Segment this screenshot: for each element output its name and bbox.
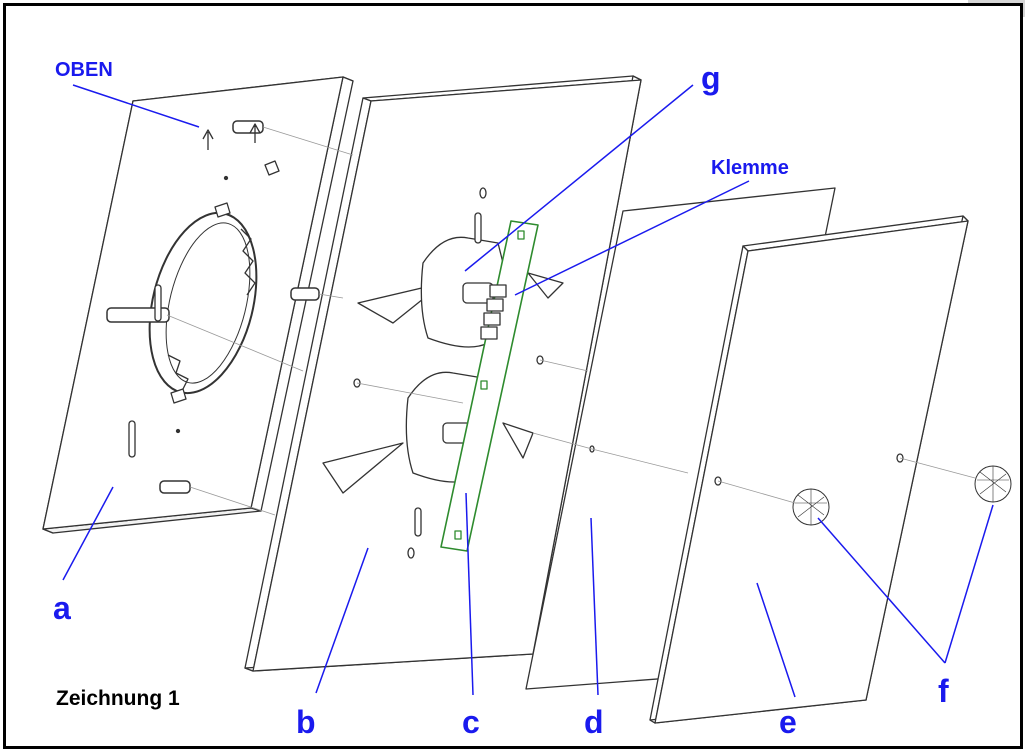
label-d: d — [584, 704, 604, 740]
terminal-block — [480, 284, 507, 340]
label-e: e — [779, 704, 797, 740]
plate-b — [244, 75, 642, 672]
drawing-frame: OBEN g Klemme a b c d e f Zeichnung 1 — [3, 3, 1023, 749]
drawing-caption: Zeichnung 1 — [56, 687, 180, 710]
label-a: a — [53, 590, 71, 626]
pcb-c — [440, 220, 539, 552]
plate-e — [649, 215, 969, 724]
label-c: c — [462, 704, 480, 740]
label-b: b — [296, 704, 316, 740]
exploded-view-drawing — [42, 75, 1012, 724]
label-klemme: Klemme — [711, 157, 789, 179]
plate-a — [42, 76, 354, 534]
label-oben: OBEN — [55, 59, 113, 81]
label-f: f — [938, 673, 949, 709]
label-g: g — [701, 60, 721, 96]
